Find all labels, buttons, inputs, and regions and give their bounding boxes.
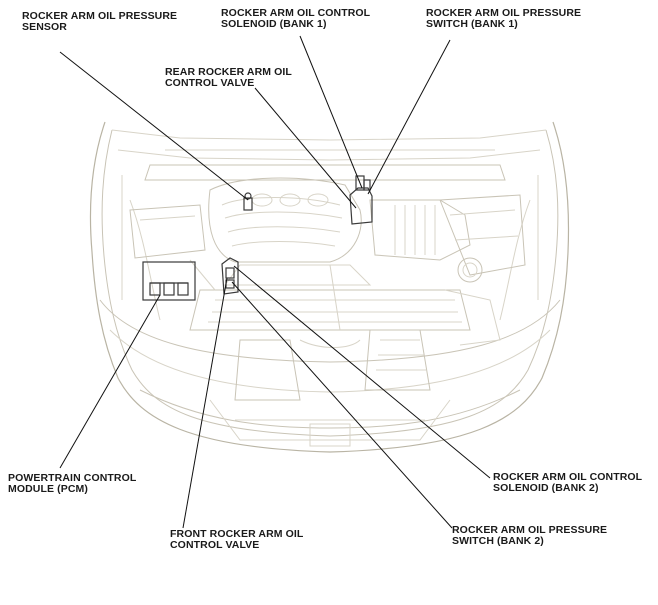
leader-lines	[59, 35, 491, 529]
label-rocker-arm-oil-pressure-sensor: ROCKER ARM OIL PRESSURE SENSOR	[22, 10, 178, 33]
bank1-solenoid-part	[349, 175, 373, 225]
leader-solenoid-bank1	[299, 35, 363, 189]
leader-solenoid-bank2	[233, 265, 491, 479]
vehicle-outline	[89, 121, 570, 453]
rocker-arm-oil-pressure-sensor-part	[243, 192, 253, 211]
bank2-solenoid-part	[221, 257, 239, 295]
leader-switch-bank2	[231, 281, 453, 529]
label-rocker-arm-oil-pressure-switch-bank2: ROCKER ARM OIL PRESSURE SWITCH (BANK 2)	[452, 524, 608, 547]
leader-switch-bank1	[367, 39, 451, 195]
label-rocker-arm-oil-pressure-switch-bank1: ROCKER ARM OIL PRESSURE SWITCH (BANK 1)	[426, 7, 582, 30]
label-powertrain-control-module: POWERTRAIN CONTROL MODULE (PCM)	[8, 472, 137, 495]
leader-pcm	[59, 294, 161, 469]
pcm-module	[142, 261, 196, 301]
leader-front-valve	[182, 277, 228, 529]
label-rocker-arm-oil-control-solenoid-bank2: ROCKER ARM OIL CONTROL SOLENOID (BANK 2)	[493, 471, 643, 494]
label-front-rocker-arm-oil-control-valve: FRONT ROCKER ARM OIL CONTROL VALVE	[170, 528, 304, 551]
leader-oil-pressure-sensor	[59, 51, 249, 201]
label-rocker-arm-oil-control-solenoid-bank1: ROCKER ARM OIL CONTROL SOLENOID (BANK 1)	[221, 7, 371, 30]
engine-components	[129, 149, 526, 401]
label-rear-rocker-arm-oil-control-valve: REAR ROCKER ARM OIL CONTROL VALVE	[165, 66, 292, 89]
leader-rear-valve	[254, 87, 357, 209]
